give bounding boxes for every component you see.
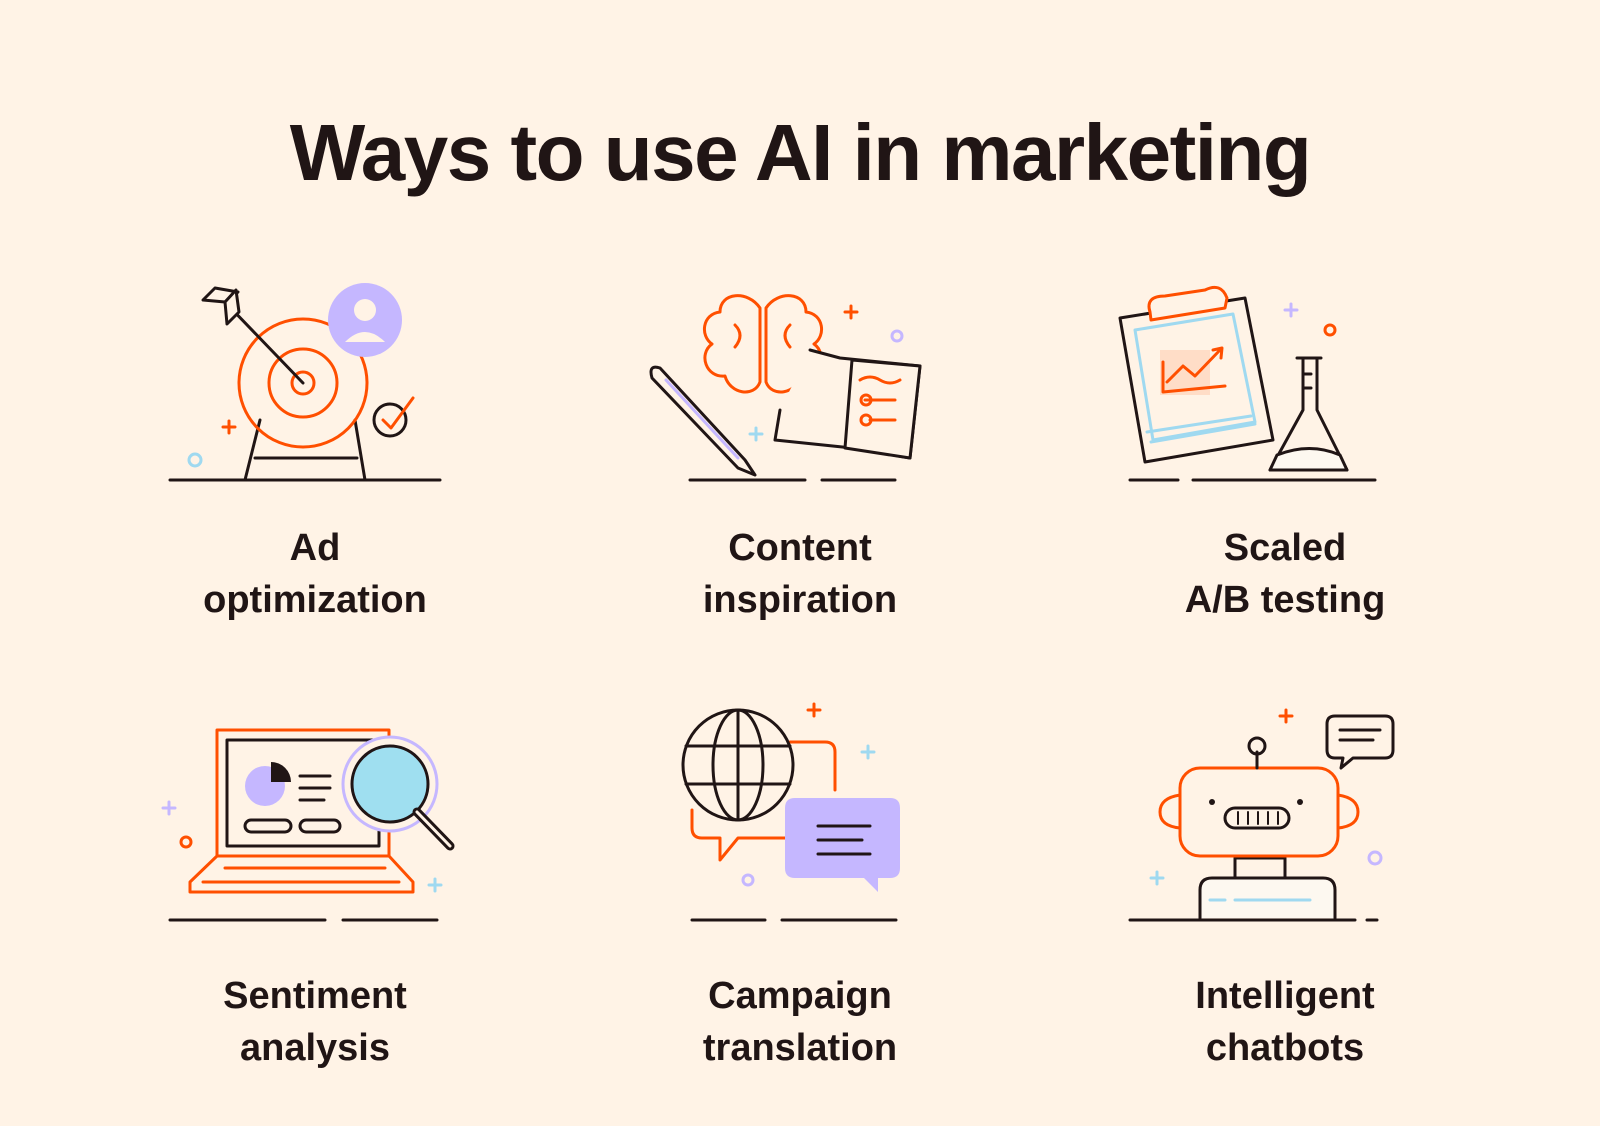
card-label: Intelligent chatbots <box>1055 970 1515 1074</box>
card-label: Ad optimization <box>85 522 545 626</box>
card-title-line-1: Campaign <box>708 975 892 1017</box>
card-title-line-1: Content <box>728 527 872 569</box>
card-title-line-2: optimization <box>203 579 427 621</box>
target-icon <box>168 283 442 482</box>
brain-icon <box>649 294 922 482</box>
card-title-line-2: inspiration <box>702 579 898 621</box>
card-label: Sentiment analysis <box>85 970 545 1074</box>
card-title-line-2: translation <box>702 1027 898 1069</box>
card-label: Content inspiration <box>570 522 1030 626</box>
robot-icon <box>1128 708 1395 922</box>
page-title: Ways to use AI in marketing <box>289 108 1312 197</box>
card-label: Scaled A/B testing <box>1055 522 1515 626</box>
card-title-line-2: A/B testing <box>1184 579 1386 621</box>
card-title-line-1: Intelligent <box>1195 975 1375 1017</box>
card-title-line-1: Ad <box>289 527 341 569</box>
card-title-line-2: chatbots <box>1205 1027 1365 1069</box>
card-title-line-2: analysis <box>240 1027 390 1069</box>
laptop-icon <box>161 728 455 922</box>
card-title-line-1: Scaled <box>1223 527 1347 569</box>
clipboard-icon <box>1118 285 1377 482</box>
card-label: Campaign translation <box>570 970 1030 1074</box>
card-title-line-1: Sentiment <box>223 975 407 1017</box>
globe-icon <box>681 702 900 922</box>
